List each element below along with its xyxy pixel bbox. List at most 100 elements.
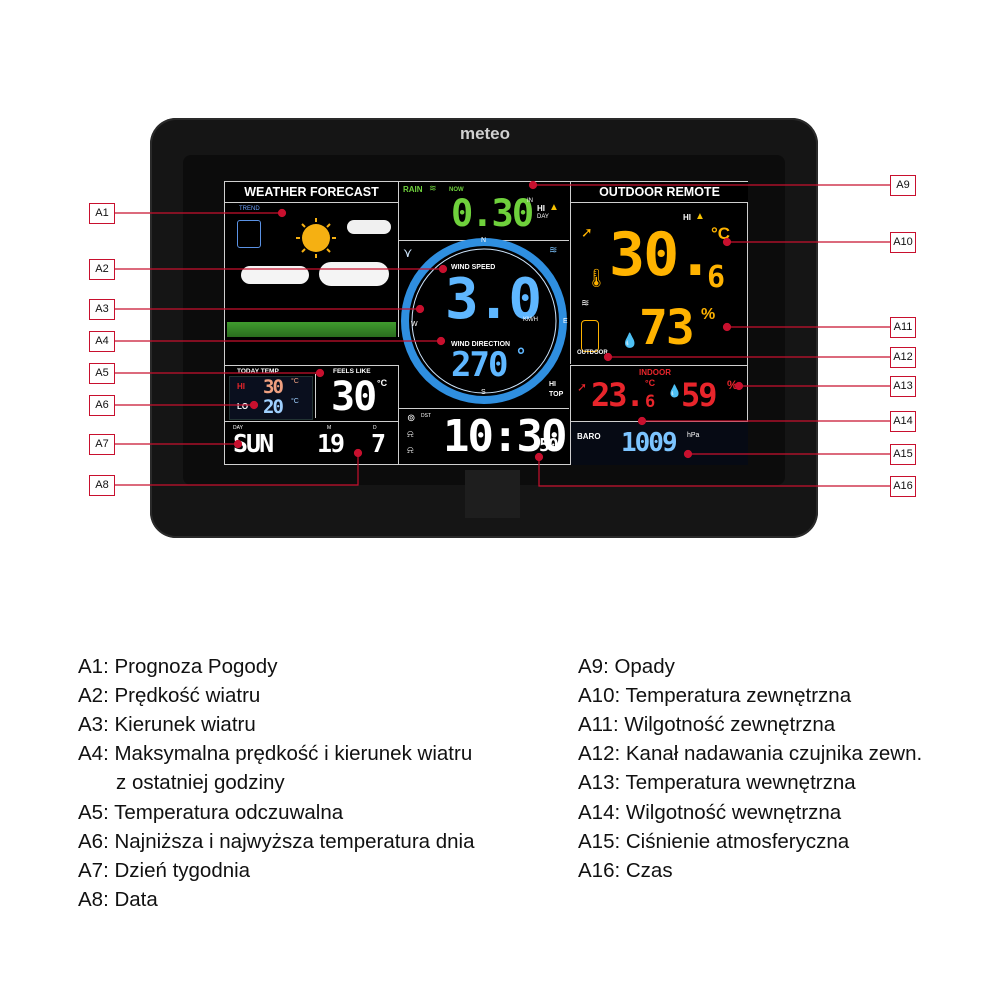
- rain-panel: RAIN ≋ NOW 0.30 IN HI ▲ DAY: [399, 182, 569, 241]
- outdoor-humidity-value: 73: [639, 300, 695, 356]
- lo-temp-unit: °C: [291, 398, 299, 405]
- callout-a2: A2: [89, 259, 115, 280]
- rain-day-label: DAY: [537, 214, 549, 220]
- rain-hi-label: HI: [537, 204, 545, 213]
- callout-a7: A7: [89, 434, 115, 455]
- month-label: M: [327, 425, 332, 431]
- today-temp-panel: TODAY TEMP FEELS LIKE HI 30 °C LO 20 °C …: [225, 365, 399, 421]
- wireless-icon: ≋: [429, 183, 437, 193]
- radio-signal-icon: ⊚: [407, 413, 416, 424]
- month-value: 19: [317, 429, 345, 458]
- legend-a9: A9: Opady: [578, 655, 675, 678]
- legend-a10: A10: Temperatura zewnętrzna: [578, 684, 852, 707]
- wind-direction-deg: °: [517, 345, 525, 367]
- legend-a5: A5: Temperatura odczuwalna: [78, 801, 344, 824]
- indoor-humidity-unit: %: [727, 378, 738, 392]
- baro-unit: hPa: [687, 432, 700, 439]
- brand-logo: meteo: [459, 124, 511, 143]
- compass-w: W: [411, 321, 418, 328]
- callout-a5: A5: [89, 363, 115, 384]
- trend-arrow-icon: ➚: [581, 224, 593, 240]
- legend-a13: A13: Temperatura wewnętrzna: [578, 771, 856, 794]
- callout-a3: A3: [89, 299, 115, 320]
- outdoor-header: OUTDOOR REMOTE: [571, 182, 748, 203]
- hi-temp-unit: °C: [291, 378, 299, 385]
- rain-value: 0.30: [451, 192, 534, 235]
- legend-a16: A16: Czas: [578, 859, 673, 882]
- rain-label: RAIN: [403, 185, 423, 194]
- callout-a11: A11: [890, 317, 916, 338]
- rain-now-label: NOW: [449, 187, 464, 193]
- feels-like-label: FEELS LIKE: [333, 368, 371, 375]
- date-panel: DAY SUN M 19 D 7: [225, 421, 399, 465]
- feels-like-value: 30: [331, 374, 377, 420]
- legend-a4: A4: Maksymalna prędkość i kierunek wiatr…: [78, 742, 473, 765]
- baro-label: BARO: [577, 432, 601, 441]
- trend-icon: [237, 220, 261, 248]
- legend-a14: A14: Wilgotność wewnętrzna: [578, 801, 842, 824]
- wind-wireless-icon: ≋: [549, 245, 558, 256]
- cloud-icon: [347, 220, 391, 234]
- sun-icon: [296, 218, 336, 258]
- legend-a6: A6: Najniższa i najwyższa temperatura dn…: [78, 830, 475, 853]
- outdoor-humidity-unit: %: [701, 306, 716, 323]
- legend-a8: A8: Data: [78, 888, 158, 911]
- feels-like-unit: °C: [377, 378, 388, 388]
- callout-a8: A8: [89, 475, 115, 496]
- date-value: 7: [371, 429, 386, 458]
- indoor-temp-value: 23.: [591, 376, 645, 414]
- clock-seconds: 50: [539, 435, 559, 456]
- outdoor-panel: OUTDOOR REMOTE HI ▲ ➚ 30. 6 °C 🌡 ≋ OUTDO…: [570, 182, 748, 364]
- callout-a12: A12: [890, 347, 916, 368]
- panel-divider: [315, 374, 316, 418]
- today-temp-label: TODAY TEMP: [237, 368, 279, 375]
- baro-panel: BARO 1009 hPa: [570, 421, 748, 465]
- alarm-icon: ⍾: [407, 429, 414, 440]
- wind-hi-label: HI: [549, 381, 556, 388]
- lo-label: LO: [237, 402, 249, 411]
- legend-a1: A1: Prognoza Pogody: [78, 655, 278, 678]
- outdoor-temp-unit: °C: [711, 224, 731, 243]
- outdoor-wireless-icon: ≋: [581, 298, 590, 309]
- callout-a9: A9: [890, 175, 916, 196]
- callout-a10: A10: [890, 232, 916, 253]
- warning-icon: ▲: [695, 211, 705, 222]
- warning-icon: ▲: [549, 202, 559, 213]
- wind-top-label: TOP: [549, 391, 564, 398]
- legend-a4-cont: z ostatniej godziny: [116, 771, 285, 794]
- wind-compass-ring: [401, 238, 567, 404]
- legend-a15: A15: Ciśnienie atmosferyczna: [578, 830, 850, 853]
- clock-time: 10:30: [443, 411, 567, 462]
- sensor-icon: [581, 320, 599, 352]
- indoor-label: INDOOR: [639, 368, 671, 377]
- indoor-humidity-value: 59: [681, 376, 718, 414]
- wind-direction-value: 270: [451, 345, 508, 385]
- legend-a2: A2: Prędkość wiatru: [78, 684, 261, 707]
- outdoor-temp-value: 30.: [609, 220, 713, 290]
- forecast-header: WEATHER FORECAST: [225, 182, 398, 203]
- cloud-icon: [241, 266, 309, 284]
- compass-s: S: [481, 389, 486, 396]
- wind-speed-label: WIND SPEED: [451, 264, 496, 271]
- callout-a14: A14: [890, 411, 916, 432]
- trend-label: TREND: [239, 206, 260, 212]
- wind-speed-unit: KM/H: [523, 317, 538, 323]
- wind-panel: ⋎ ≋ N E S W WIND SPEED 3.0 KM/H WIND DIR…: [399, 237, 569, 407]
- wind-vane-icon: ⋎: [403, 245, 413, 260]
- cloud-icon: [319, 262, 389, 286]
- legend-a12: A12: Kanał nadawania czujnika zewn.: [578, 742, 923, 765]
- lcd-screen: WEATHER FORECAST TREND RAIN ≋ NOW 0.30: [224, 181, 748, 465]
- dst-label: DST: [421, 413, 431, 419]
- clock-panel: ⊚ DST ⍾ ⍾ 10:30 50: [399, 408, 569, 465]
- forecast-area: TREND: [227, 204, 396, 337]
- stand: [465, 470, 520, 518]
- alarm-icon: ⍾: [407, 445, 414, 456]
- outdoor-hi-label: HI: [683, 213, 691, 222]
- wind-speed-value: 3.0: [445, 267, 542, 332]
- compass-n: N: [481, 237, 487, 244]
- lo-temp-value: 20: [263, 396, 284, 418]
- callout-a15: A15: [890, 444, 916, 465]
- date-label: D: [373, 425, 377, 431]
- humidity-drop-icon: 💧: [621, 332, 639, 348]
